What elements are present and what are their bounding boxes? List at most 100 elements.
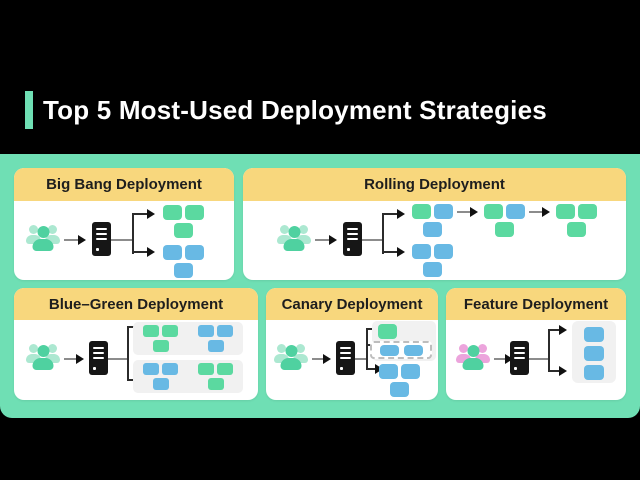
connector-line bbox=[108, 358, 128, 360]
panel-canary: Canary Deployment bbox=[266, 288, 438, 400]
connector-line bbox=[312, 358, 324, 360]
user-back-left bbox=[277, 225, 292, 244]
green-environment-cluster bbox=[143, 325, 178, 352]
connector-line bbox=[315, 239, 330, 241]
page-title: Top 5 Most-Used Deployment Strategies bbox=[43, 94, 547, 125]
blue-instance-square bbox=[184, 245, 204, 260]
arrow-right-icon bbox=[559, 325, 567, 335]
blue-instance-square bbox=[422, 262, 442, 277]
blue-instance-square bbox=[411, 244, 431, 259]
user-front bbox=[32, 226, 54, 251]
panel-feature: Feature Deployment bbox=[446, 288, 626, 400]
arrow-right-icon bbox=[397, 209, 405, 219]
green-instance-square bbox=[483, 204, 503, 219]
user-front bbox=[280, 345, 302, 370]
blue-instance-square bbox=[207, 340, 224, 352]
blue-instance-square bbox=[433, 244, 453, 259]
green-instance-square bbox=[494, 222, 514, 237]
board-row-1: Big Bang Deployment bbox=[14, 168, 626, 280]
old-version-cluster bbox=[411, 244, 453, 277]
arrow-right-icon bbox=[147, 247, 155, 257]
blue-environment-cluster bbox=[143, 363, 178, 390]
strategies-board: Big Bang Deployment bbox=[0, 154, 640, 418]
connector-line bbox=[64, 358, 77, 360]
branch-line-top bbox=[366, 328, 376, 330]
user-back-left bbox=[26, 344, 41, 363]
blue-instance-square bbox=[403, 344, 423, 356]
blue-instance-square bbox=[505, 204, 525, 219]
server-icon bbox=[343, 222, 362, 256]
green-instance-square bbox=[378, 324, 397, 339]
arrow-right-icon bbox=[397, 247, 405, 257]
green-instance-square bbox=[152, 340, 169, 352]
old-version-cluster bbox=[162, 245, 204, 278]
green-instance-square bbox=[411, 204, 431, 219]
server-icon bbox=[92, 222, 111, 256]
panel-rolling: Rolling Deployment bbox=[243, 168, 626, 280]
arrow-right-icon bbox=[76, 354, 84, 364]
panel-body bbox=[14, 320, 258, 400]
server-icon bbox=[89, 341, 108, 375]
blue-instance-square bbox=[584, 346, 604, 361]
green-instance-square bbox=[207, 378, 224, 390]
split-bracket bbox=[382, 214, 384, 254]
canary-instance bbox=[378, 324, 397, 339]
blue-instance-square bbox=[584, 365, 604, 380]
green-instance-square bbox=[555, 204, 575, 219]
server-icon bbox=[510, 341, 529, 375]
user-back-right bbox=[45, 344, 60, 363]
blue-instance-square bbox=[378, 364, 398, 379]
board-row-2: Blue–Green Deployment bbox=[14, 288, 626, 400]
blue-instance-square bbox=[217, 325, 233, 337]
blue-instance-square bbox=[584, 327, 604, 342]
green-instance-square bbox=[184, 205, 204, 220]
user-front bbox=[283, 226, 305, 251]
user-front bbox=[462, 345, 484, 370]
environment-lane-bottom bbox=[133, 360, 243, 393]
panel-header: Feature Deployment bbox=[446, 288, 626, 320]
split-bracket bbox=[127, 327, 129, 381]
arrow-right-icon bbox=[542, 207, 550, 217]
users-group-icon bbox=[274, 344, 308, 372]
arrow-right-icon bbox=[559, 366, 567, 376]
user-back-right bbox=[296, 225, 311, 244]
blue-instance-square bbox=[400, 364, 420, 379]
blue-instance-square bbox=[152, 378, 169, 390]
panel-title: Canary Deployment bbox=[281, 295, 423, 313]
panel-title: Rolling Deployment bbox=[364, 176, 505, 193]
blue-instance-square bbox=[198, 325, 214, 337]
feature-instance-stack bbox=[584, 327, 604, 380]
panel-header: Canary Deployment bbox=[266, 288, 438, 320]
user-front bbox=[32, 345, 54, 370]
branch-line-top bbox=[548, 329, 560, 331]
environment-lane-top bbox=[133, 322, 243, 355]
connector-line bbox=[362, 239, 383, 241]
title-block: Top 5 Most-Used Deployment Strategies bbox=[25, 91, 547, 129]
green-instance-square bbox=[217, 363, 233, 375]
canary-traffic-box bbox=[370, 341, 432, 359]
blue-instance-square bbox=[433, 204, 453, 219]
rolling-step-2-cluster bbox=[483, 204, 525, 237]
green-instance-square bbox=[198, 363, 214, 375]
title-accent-bar bbox=[25, 91, 33, 129]
blue-instance-square bbox=[143, 363, 159, 375]
user-back-right bbox=[45, 225, 60, 244]
blue-instance-square bbox=[173, 263, 193, 278]
panel-title: Big Bang Deployment bbox=[46, 176, 202, 193]
split-bracket bbox=[548, 330, 550, 372]
users-group-icon bbox=[26, 225, 60, 253]
blue-instance-square bbox=[162, 245, 182, 260]
connector-line bbox=[494, 358, 506, 360]
branch-line-bottom bbox=[132, 251, 148, 253]
panel-blue-green: Blue–Green Deployment bbox=[14, 288, 258, 400]
split-bracket bbox=[366, 329, 368, 369]
user-back-left bbox=[456, 344, 471, 363]
rolling-step-1-cluster bbox=[411, 204, 453, 237]
connector-line bbox=[529, 358, 549, 360]
arrow-right-icon bbox=[323, 354, 331, 364]
green-instance-square bbox=[566, 222, 586, 237]
panel-body bbox=[14, 201, 234, 280]
branch-line-top bbox=[132, 213, 148, 215]
blue-instance-square bbox=[389, 382, 409, 397]
server-icon bbox=[336, 341, 355, 375]
